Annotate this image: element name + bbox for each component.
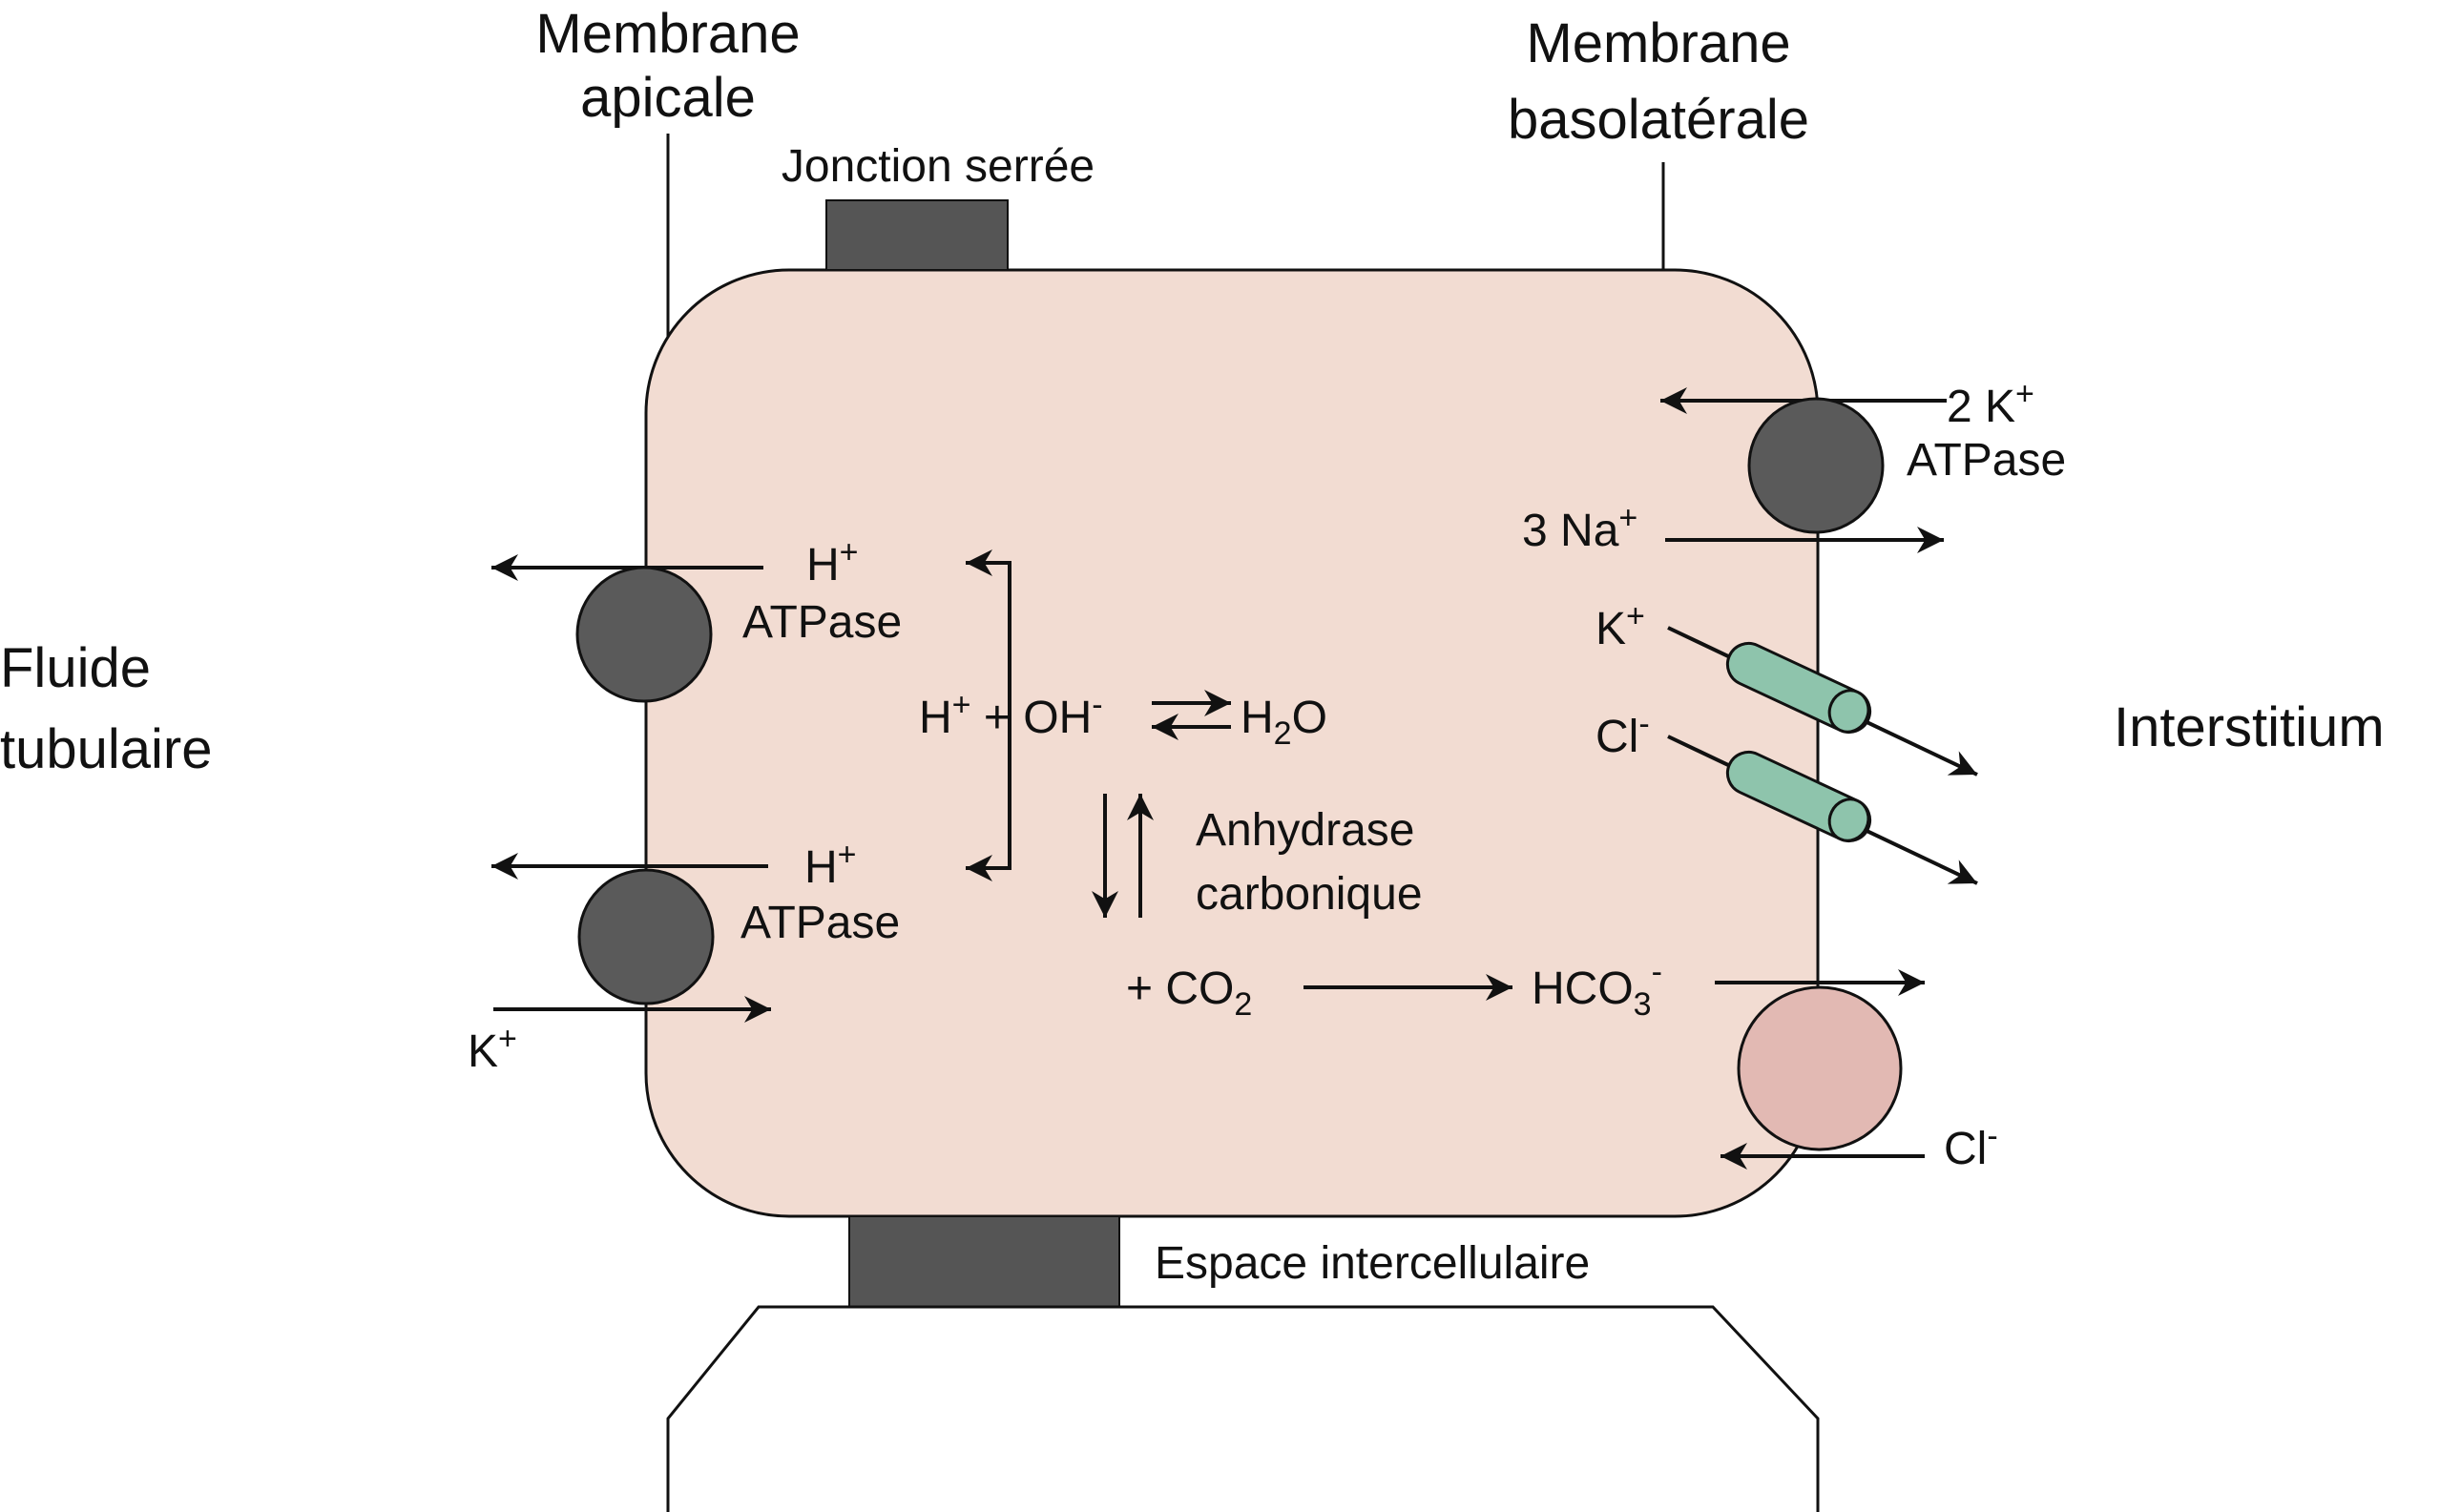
- cl-exchanger-label: Cl-: [1944, 1118, 1998, 1174]
- apical-membrane-label: Membrane: [535, 3, 800, 65]
- na-k-atpase-pump: [1747, 397, 1885, 534]
- apical-membrane-label-line2: apicale: [580, 67, 756, 129]
- k-channel-label: K+: [1595, 598, 1645, 654]
- tight-junction-label: Jonction serrée: [782, 141, 1095, 192]
- k-apical-label: K+: [468, 1021, 517, 1077]
- cl-channel: [1725, 750, 1872, 843]
- k-channel: [1725, 641, 1872, 735]
- nak-na-label: 3 Na+: [1522, 500, 1637, 556]
- basolateral-membrane-label: Membrane: [1526, 12, 1790, 74]
- enzyme-label: Anhydrase: [1196, 805, 1414, 856]
- cell-body: [644, 268, 1820, 1218]
- neighbour-cell-outline: [666, 1305, 1820, 1512]
- h-pump-top-name: ATPase: [742, 597, 902, 648]
- nak-name: ATPase: [1907, 435, 2066, 486]
- nak-k-label: 2 K+: [1947, 376, 2034, 432]
- tubular-fluid-label-line2: tubulaire: [0, 718, 212, 780]
- basolateral-membrane-label-line2: basolatérale: [1508, 89, 1809, 151]
- enzyme-label-line2: carbonique: [1196, 869, 1423, 920]
- tight-junction-top: [825, 199, 1009, 271]
- cl-hco3-exchanger: [1737, 985, 1903, 1151]
- tubular-fluid-label: Fluide: [0, 637, 151, 699]
- bicarbonate-label: HCO3-: [1532, 954, 1662, 1023]
- reaction-h-oh: H+ + OH-: [919, 687, 1103, 743]
- reaction-water: H2O: [1241, 693, 1327, 752]
- cl-channel-label: Cl-: [1595, 706, 1650, 762]
- co2-label: + CO2: [1126, 963, 1252, 1023]
- intercellular-space-label: Espace intercellulaire: [1155, 1238, 1590, 1289]
- h-pump-bottom-ion: H+: [804, 837, 857, 893]
- h-atpase-pump-bottom: [577, 868, 715, 1005]
- tight-junction-bottom: [848, 1215, 1120, 1308]
- h-pump-bottom-name: ATPase: [740, 898, 900, 948]
- interstitium-label: Interstitium: [2114, 696, 2385, 758]
- h-atpase-pump-top: [575, 566, 713, 703]
- h-pump-top-ion: H+: [806, 534, 859, 590]
